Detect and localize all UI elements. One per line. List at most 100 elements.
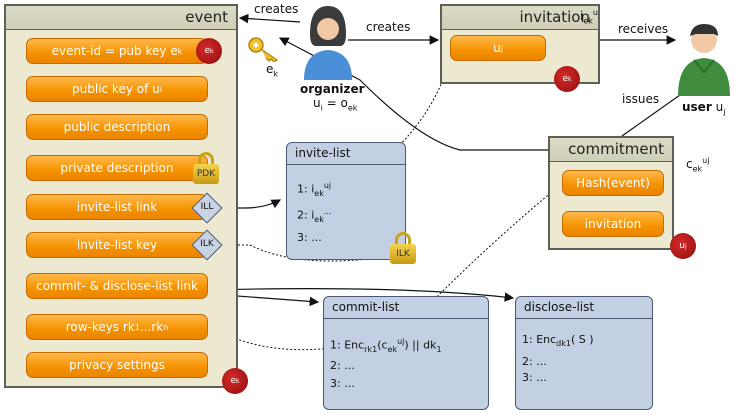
cek-sub: ek: [692, 164, 703, 174]
commitment-title: commitment: [550, 138, 672, 162]
invitation-field-u: u: [493, 41, 501, 55]
iek-label: ieku: [580, 8, 598, 25]
invite-list-row-1: 1: iekuj: [297, 181, 331, 198]
invitation-seal-sub: k: [568, 75, 572, 83]
invite-row2-sub: ek: [314, 214, 324, 224]
invitation-title: invitation: [442, 6, 598, 30]
key-label: ek: [266, 62, 278, 78]
key-label-main: e: [266, 62, 274, 76]
commit-list-title: commit-list: [324, 297, 488, 319]
organizer-eq-rest: = o: [322, 96, 348, 110]
commitment-invitation-field: invitation: [562, 211, 664, 237]
cek-main: c: [686, 157, 693, 171]
creates-left-label: creates: [254, 2, 299, 16]
commit-list-row-3: 3: ...: [330, 377, 355, 390]
invite-list-row-2: 2: iek...: [297, 207, 331, 224]
creates-right-label: creates: [366, 20, 411, 34]
iek-main: i: [580, 9, 584, 23]
row-keys-label: row-keys rk: [65, 320, 135, 334]
event-title: event: [6, 6, 236, 30]
disclose-row1-a: 1: Enc: [522, 333, 557, 346]
invite-list-link-field: invite-list link: [26, 194, 208, 220]
commitment-hash-field: Hash(event): [562, 170, 664, 196]
organizer-eq-u: u: [313, 96, 321, 110]
invite-row1-text: 1: i: [297, 182, 315, 196]
ill-label: ILL: [200, 202, 214, 212]
private-description-field: private description: [26, 155, 208, 181]
organizer-eq-sub2: ek: [347, 103, 358, 113]
row-keys-subn: n: [163, 322, 169, 332]
commit-disclose-link-field: commit- & disclose-list link: [26, 273, 208, 299]
cek-sup: uj: [702, 156, 710, 165]
receives-label: receives: [618, 22, 669, 36]
row-keys-sub1: 1: [134, 322, 140, 332]
row-keys-mid: ...rk: [139, 320, 164, 334]
invite-list-key-field: invite-list key: [26, 232, 208, 258]
commit-list-row-2: 2: ...: [330, 359, 355, 372]
user-label-sub: j: [723, 107, 726, 117]
ilk-label: ILK: [200, 239, 214, 249]
user-label-main: user: [682, 100, 712, 114]
privacy-settings-field: privacy settings: [26, 352, 208, 378]
iek-sub: ek: [583, 16, 593, 26]
commit-row1-sup: uj: [397, 337, 405, 346]
invite-row1-sup: uj: [323, 181, 332, 190]
invitation-field-sub: j: [500, 43, 503, 53]
pdk-lock-icon: PDK: [193, 152, 219, 184]
event-id-seal-sub: k: [210, 47, 214, 55]
disclose-list-title: disclose-list: [516, 297, 652, 319]
disclose-row1-sub: dk1: [556, 339, 571, 349]
user-label-u: u: [715, 100, 724, 114]
disclose-row1-b: ( S ): [570, 333, 594, 346]
invite-list-title: invite-list: [287, 143, 405, 165]
invitation-seal-text: e: [562, 74, 569, 84]
commitment-seal-text: u: [679, 241, 686, 251]
commit-list-row-1: 1: Encrk1(cekuj) || dk1: [330, 337, 442, 354]
disclose-list-panel: disclose-list 1: Encdk1( S ) 2: ... 3: .…: [515, 296, 653, 410]
invite-list-row-3: 3: ...: [297, 231, 322, 244]
event-id-seal-text: e: [204, 46, 211, 56]
commit-row1-b: (c: [377, 338, 388, 352]
user-label: user uj: [682, 100, 725, 116]
pdk-lock-label: PDK: [193, 164, 219, 184]
public-description-field: public description: [26, 114, 208, 140]
public-key-sub: i: [159, 84, 162, 94]
commit-row1-sub2: ek: [387, 344, 398, 354]
invite-row2-sup: ...: [323, 207, 332, 216]
commit-list-panel: commit-list 1: Encrk1(cekuj) || dk1 2: .…: [323, 296, 489, 410]
organizer-eq-sub: i: [320, 103, 323, 113]
organizer-avatar-icon: [304, 6, 352, 80]
commit-row1-sub3: 1: [436, 344, 442, 354]
public-key-label: public key of u: [72, 82, 160, 96]
organizer-label: organizer: [300, 82, 365, 96]
commit-row1-sub: rk1: [364, 344, 378, 354]
cek-label: cekuj: [686, 156, 709, 173]
commit-row1-a: 1: Enc: [330, 338, 365, 352]
ilk-lock-icon: ILK: [390, 232, 416, 264]
commitment-seal-sub: j: [685, 242, 687, 250]
event-seal-sub: k: [236, 377, 240, 385]
disclose-list-row-2: 2: ...: [522, 355, 547, 368]
key-icon: [248, 37, 279, 62]
iek-sup: u: [592, 8, 598, 17]
event-id-label: event-id = pub key e: [51, 44, 178, 58]
invite-row1-sub: ek: [314, 188, 324, 198]
user-avatar-icon: [678, 24, 730, 96]
event-id-sub: k: [177, 46, 183, 56]
disclose-list-row-3: 3: ...: [522, 371, 547, 384]
commit-row1-c: ) || dk: [404, 338, 437, 352]
issues-label: issues: [622, 92, 660, 106]
key-label-sub: k: [273, 69, 279, 79]
ilk-lock-label: ILK: [390, 244, 416, 264]
invite-list-panel: invite-list 1: iekuj 2: iek... 3: ...: [286, 142, 406, 260]
invite-row2-text: 2: i: [297, 208, 315, 222]
event-seal-text: e: [230, 376, 237, 386]
